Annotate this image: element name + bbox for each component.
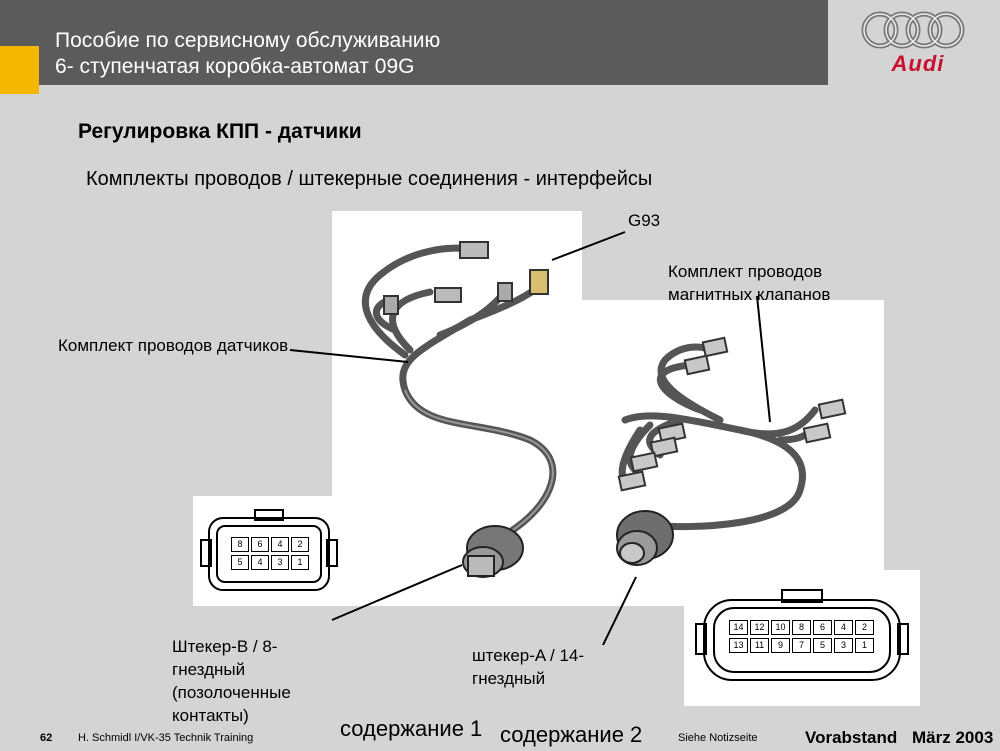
pin-label: 6: [813, 620, 832, 635]
pin-label: 12: [750, 620, 769, 635]
pin-label: 5: [231, 555, 249, 570]
pin-label: 4: [834, 620, 853, 635]
leader-line-valve-harness: [756, 295, 771, 423]
audi-logo: Audi: [858, 8, 968, 78]
pin-label: 3: [271, 555, 289, 570]
pin-label: 11: [750, 638, 769, 653]
pin-label: 1: [855, 638, 874, 653]
connector-b-pins-top: 8 6 4 2: [231, 537, 309, 552]
connector-a-pins-top: 14 12 10 8 6 4 2: [729, 620, 874, 635]
footer-date: März 2003: [912, 728, 994, 747]
pin-label: 4: [251, 555, 269, 570]
header-bar: [0, 0, 828, 85]
pin-label: 3: [834, 638, 853, 653]
pin-label: 13: [729, 638, 748, 653]
pin-label: 5: [813, 638, 832, 653]
label-plug-b-line-2: гнездный: [172, 660, 246, 679]
pin-label: 9: [771, 638, 790, 653]
page-number: 62: [40, 732, 53, 744]
header-title-line-1: Пособие по сервисному обслуживанию: [55, 29, 441, 52]
pin-label: 6: [251, 537, 269, 552]
notes-link[interactable]: Siehe Notizseite: [678, 732, 758, 744]
label-sensor-harness: Комплект проводов датчиков: [58, 336, 289, 355]
pin-label: 2: [291, 537, 309, 552]
audi-rings-icon: [861, 11, 965, 49]
pin-label: 1: [291, 555, 309, 570]
leader-line-plug-a: [602, 576, 637, 646]
label-plug-a-line-2: гнездный: [472, 669, 546, 688]
leader-line-g93: [551, 231, 626, 261]
connector-b-pins-bottom: 5 4 3 1: [231, 555, 309, 570]
label-plug-b-line-4: контакты): [172, 706, 249, 725]
label-g93: G93: [628, 211, 661, 230]
pin-label: 4: [271, 537, 289, 552]
label-plug-b-line-3: (позолоченные: [172, 683, 291, 702]
page-subtitle: Комплекты проводов / штекерные соединени…: [86, 168, 653, 190]
pin-label: 8: [231, 537, 249, 552]
label-plug-b-line-1: Штекер-B / 8-: [172, 637, 278, 656]
header-accent: [0, 46, 39, 94]
connector-a-pins-bottom: 13 11 9 7 5 3 1: [729, 638, 874, 653]
header-title-line-2: 6- ступенчатая коробка-автомат 09G: [55, 55, 415, 78]
page-title: Регулировка КПП - датчики: [78, 120, 362, 143]
pin-label: 2: [855, 620, 874, 635]
leader-line-sensor-harness: [289, 349, 409, 363]
label-valve-harness-line-2: магнитных клапанов: [668, 285, 831, 304]
label-valve-harness-line-1: Комплект проводов: [668, 262, 823, 281]
connector-b-drawing: [200, 509, 338, 591]
footer-status: Vorabstand: [805, 728, 898, 747]
label-plug-a-line-1: штекер-A / 14-: [472, 646, 585, 665]
contents-link-1[interactable]: содержание 1: [340, 716, 483, 741]
connector-a-drawing: [695, 589, 909, 681]
contents-link-2[interactable]: содержание 2: [500, 722, 643, 747]
pin-label: 10: [771, 620, 790, 635]
leader-line-plug-b: [331, 564, 463, 621]
audi-logo-text: Audi: [891, 51, 945, 76]
pin-label: 7: [792, 638, 811, 653]
pin-label: 14: [729, 620, 748, 635]
pin-label: 8: [792, 620, 811, 635]
footer-author: H. Schmidl I/VK-35 Technik Training: [78, 732, 254, 744]
